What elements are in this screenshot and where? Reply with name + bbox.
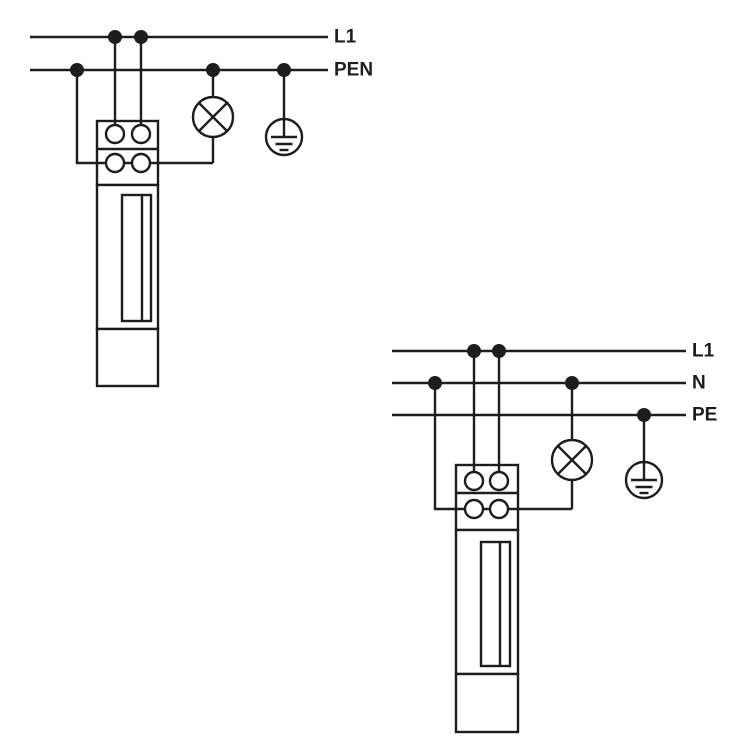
arrester-cartridge xyxy=(120,193,153,323)
junction-dot xyxy=(637,408,651,422)
bus-label-l1: L1 xyxy=(692,341,715,362)
terminal xyxy=(488,470,510,492)
junction-dot xyxy=(492,344,506,358)
junction-dot xyxy=(70,63,84,77)
junction-dot xyxy=(108,30,122,44)
terminal xyxy=(104,152,126,174)
arrester-cartridge xyxy=(479,540,512,668)
terminal xyxy=(463,498,485,520)
bus-label-n: N xyxy=(692,373,706,394)
diagram-tns-network: L1 N PE xyxy=(392,341,717,734)
bus-label-pen: PEN xyxy=(334,60,373,81)
junction-dot xyxy=(428,376,442,390)
terminal xyxy=(488,498,510,520)
junction-dot xyxy=(134,30,148,44)
terminal xyxy=(463,470,485,492)
wire-n-to-lower-terminals xyxy=(433,383,572,511)
junction-dot xyxy=(565,376,579,390)
surge-arrester-body xyxy=(454,528,520,734)
junction-dot xyxy=(277,63,291,77)
bus-label-pe: PE xyxy=(692,405,717,426)
junction-dot xyxy=(206,63,220,77)
terminal xyxy=(130,152,152,174)
arrester-base xyxy=(95,327,160,388)
terminal xyxy=(104,123,126,145)
bus-label-l1: L1 xyxy=(334,27,357,48)
diagram-pen-network: L1 PEN xyxy=(30,27,373,388)
indicator-lamp-icon xyxy=(550,438,594,482)
surge-arrester-body xyxy=(95,183,160,388)
indicator-lamp-icon xyxy=(191,95,235,139)
arrester-base xyxy=(454,672,520,734)
protective-earth-icon xyxy=(264,117,304,157)
surge-arrester-terminal-block xyxy=(454,463,520,532)
terminal xyxy=(130,123,152,145)
junction-dot xyxy=(467,344,481,358)
protective-earth-icon xyxy=(624,460,664,500)
wire-pen-to-lower-terminals xyxy=(75,70,213,165)
